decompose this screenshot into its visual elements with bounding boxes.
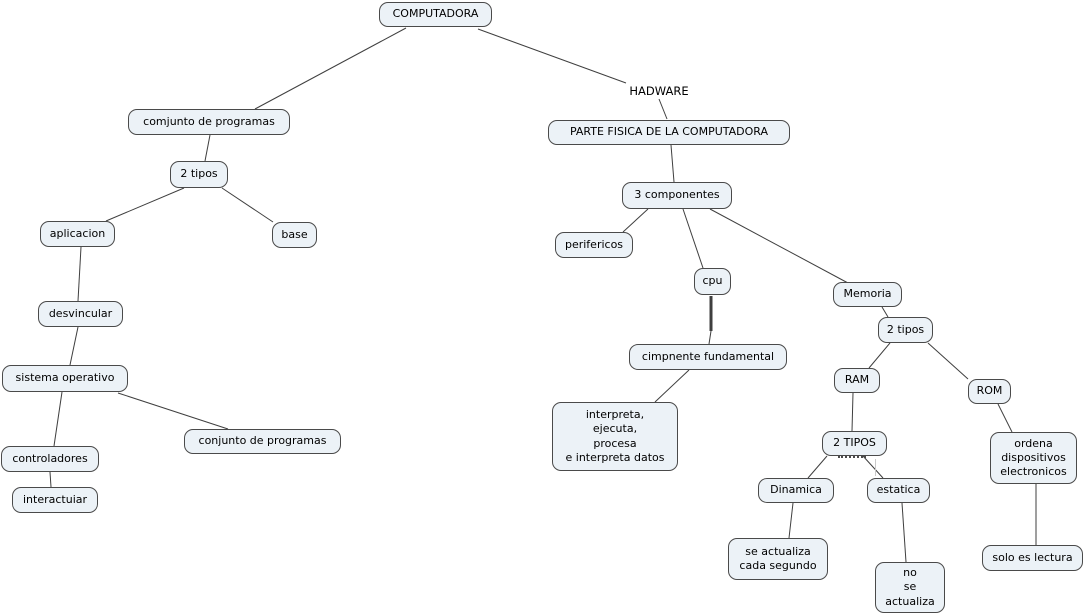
edge-aplicacion-desvincular bbox=[77, 246, 82, 302]
node-se-actualiza[interactable]: se actualiza cada segundo bbox=[728, 538, 828, 580]
node-controladores[interactable]: controladores bbox=[1, 446, 99, 472]
node-rom[interactable]: ROM bbox=[968, 379, 1011, 404]
node-cimpnente-fundamental[interactable]: cimpnente fundamental bbox=[629, 344, 787, 370]
edge-sistema-conjunto bbox=[117, 392, 229, 430]
node-conjunto-de-programas[interactable]: conjunto de programas bbox=[184, 429, 341, 454]
edge-cimpnente-interpreta bbox=[654, 369, 690, 403]
edge-ram-2TIPOS bbox=[851, 392, 854, 432]
node-2-tipos-software[interactable]: 2 tipos bbox=[170, 161, 228, 188]
node-2-tipos-ram[interactable]: 2 TIPOS bbox=[822, 431, 887, 456]
edge-controladores-interactuiar bbox=[49, 471, 52, 488]
edge-memoria-2tipos bbox=[881, 306, 889, 318]
node-ram[interactable]: RAM bbox=[834, 368, 880, 393]
edge-2TIPOS-dinamica bbox=[807, 455, 828, 479]
node-3-componentes[interactable]: 3 componentes bbox=[622, 182, 732, 209]
node-interpreta[interactable]: interpreta, ejecuta, procesa e interpret… bbox=[552, 402, 678, 471]
edge-parte-fisica-3componentes bbox=[670, 144, 675, 183]
node-interactuiar[interactable]: interactuiar bbox=[12, 487, 98, 513]
node-no-se-actualiza[interactable]: no se actualiza bbox=[875, 562, 945, 613]
edge-hadware-parte-fisica bbox=[658, 98, 668, 120]
edge-computadora-comjunto bbox=[254, 27, 407, 110]
edge-2tipos-rom bbox=[927, 342, 969, 380]
edge-comjunto-2tipos bbox=[204, 134, 211, 162]
edge-2tipos-base bbox=[221, 187, 274, 223]
edge-dinamica-seactualiza bbox=[788, 502, 794, 539]
edge-3componentes-perifericos bbox=[622, 208, 649, 233]
edge-2tipos-ram bbox=[868, 342, 891, 369]
edge-2tipos-aplicacion bbox=[105, 187, 185, 222]
node-cpu[interactable]: cpu bbox=[694, 268, 731, 295]
edge-cpu-cimpnente-thin bbox=[708, 330, 712, 345]
link-label-hadware[interactable]: HADWARE bbox=[629, 84, 689, 98]
node-base[interactable]: base bbox=[272, 222, 317, 248]
faint-vertical-mark bbox=[875, 459, 876, 476]
dotted-selection-marks bbox=[838, 452, 866, 458]
edge-3componentes-cpu bbox=[682, 208, 704, 269]
node-comjunto-de-programas[interactable]: comjunto de programas bbox=[128, 109, 290, 135]
node-memoria[interactable]: Memoria bbox=[833, 282, 902, 307]
edge-3componentes-memoria bbox=[709, 208, 849, 284]
edge-sistema-controladores bbox=[53, 391, 63, 447]
edge-desvincular-sistema bbox=[69, 326, 79, 366]
node-parte-fisica[interactable]: PARTE FISICA DE LA COMPUTADORA bbox=[548, 120, 790, 145]
node-ordena[interactable]: ordena dispositivos electronicos bbox=[990, 432, 1077, 484]
edge-computadora-hadware bbox=[477, 28, 627, 84]
edge-2TIPOS-estatica bbox=[862, 455, 884, 479]
edge-rom-ordena bbox=[997, 403, 1013, 433]
node-computadora[interactable]: COMPUTADORA bbox=[379, 2, 492, 27]
node-solo-es-lectura[interactable]: solo es lectura bbox=[982, 545, 1083, 571]
node-aplicacion[interactable]: aplicacion bbox=[40, 221, 115, 247]
edge-estatica-noseactualiza bbox=[901, 502, 907, 563]
node-perifericos[interactable]: perifericos bbox=[555, 232, 633, 258]
node-dinamica[interactable]: Dinamica bbox=[758, 478, 834, 503]
node-desvincular[interactable]: desvincular bbox=[38, 301, 123, 327]
node-estatica[interactable]: estatica bbox=[867, 478, 930, 503]
node-2-tipos-memoria[interactable]: 2 tipos bbox=[878, 317, 933, 343]
node-sistema-operativo[interactable]: sistema operativo bbox=[2, 365, 128, 392]
